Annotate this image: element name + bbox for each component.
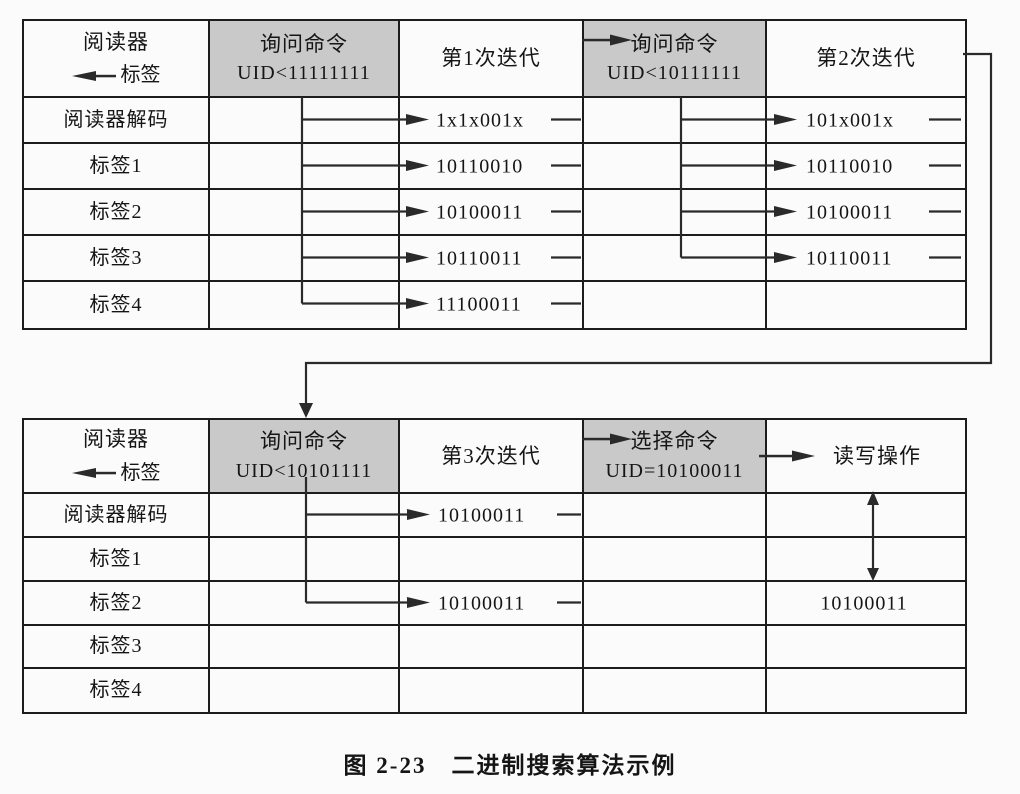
table-cell bbox=[584, 494, 767, 538]
table-cell bbox=[400, 494, 584, 538]
table-cell bbox=[210, 190, 400, 236]
row-label: 标签1 bbox=[24, 538, 210, 582]
header-read-write: 读写操作 bbox=[759, 420, 965, 494]
arrowhead-down-icon bbox=[299, 403, 313, 418]
table-cell bbox=[767, 144, 965, 190]
table-cell bbox=[210, 626, 400, 669]
table-cell bbox=[584, 98, 767, 144]
right-arrow-icon bbox=[759, 450, 815, 462]
table-cell bbox=[767, 669, 965, 712]
left-arrow-icon bbox=[71, 70, 116, 81]
row-label: 标签2 bbox=[24, 582, 210, 626]
figure-caption: 图 2-23 二进制搜索算法示例 bbox=[343, 753, 677, 778]
row-label: 标签4 bbox=[24, 282, 210, 328]
uid-threshold: UID<11111111 bbox=[237, 62, 371, 85]
header-query-command-2: 询问命令 UID<10111111 bbox=[582, 21, 767, 98]
table-cell bbox=[210, 582, 400, 626]
corner-header-reader-tag: 阅读器 标签 bbox=[24, 21, 210, 98]
row-label: 标签3 bbox=[24, 236, 210, 282]
table-cell bbox=[584, 626, 767, 669]
uid-threshold: UID<10111111 bbox=[606, 62, 743, 85]
table-cell bbox=[584, 190, 767, 236]
table-cell bbox=[400, 582, 584, 626]
corner-line2: 标签 bbox=[120, 64, 161, 87]
table-cell bbox=[767, 494, 965, 538]
row-label: 阅读器解码 bbox=[24, 98, 210, 144]
table-cell bbox=[210, 282, 400, 328]
table-cell bbox=[400, 669, 584, 712]
uid-select: UID=10100011 bbox=[605, 459, 744, 482]
table-cell bbox=[210, 236, 400, 282]
row-label: 标签2 bbox=[24, 190, 210, 236]
table-cell bbox=[584, 582, 767, 626]
header-query-command-3: 询问命令 UID<10101111 bbox=[210, 420, 400, 494]
row-label: 阅读器解码 bbox=[24, 494, 210, 538]
uid-threshold: UID<10101111 bbox=[235, 459, 373, 482]
table-cell bbox=[767, 626, 965, 669]
corner-line1: 阅读器 bbox=[83, 29, 149, 54]
table-cell bbox=[210, 538, 400, 582]
row-label: 标签1 bbox=[24, 144, 210, 190]
right-arrow-icon bbox=[582, 34, 632, 46]
corner-line2: 标签 bbox=[120, 461, 161, 484]
table-cell bbox=[767, 98, 965, 144]
table-cell bbox=[584, 669, 767, 712]
table-cell bbox=[767, 236, 965, 282]
header-iteration-2: 第2次迭代 bbox=[767, 21, 965, 98]
table-cell bbox=[210, 98, 400, 144]
table-cell bbox=[767, 190, 965, 236]
table-cell bbox=[400, 190, 584, 236]
table-cell bbox=[400, 538, 584, 582]
table-cell bbox=[400, 236, 584, 282]
table-cell bbox=[767, 582, 965, 626]
table-cell bbox=[767, 282, 965, 328]
header-iteration-3: 第3次迭代 bbox=[400, 420, 584, 494]
left-arrow-icon bbox=[71, 468, 116, 479]
table-cell bbox=[767, 538, 965, 582]
header-select-command: 选择命令 UID=10100011 bbox=[582, 420, 767, 494]
header-iteration-1: 第1次迭代 bbox=[400, 21, 584, 98]
table-cell bbox=[400, 626, 584, 669]
top-table: 阅读器 标签 询问命令 UID<11111111 第1次迭代 询问命令 UID<… bbox=[22, 19, 967, 330]
row-label: 标签4 bbox=[24, 669, 210, 712]
table-cell bbox=[584, 144, 767, 190]
table-cell bbox=[400, 98, 584, 144]
header-query-command-1: 询问命令 UID<11111111 bbox=[210, 21, 400, 98]
corner-header-reader-tag: 阅读器 标签 bbox=[24, 420, 210, 494]
corner-line1: 阅读器 bbox=[83, 427, 149, 452]
table-cell bbox=[210, 494, 400, 538]
bottom-table: 阅读器 标签 询问命令 UID<10101111 第3次迭代 选择命令 UID=… bbox=[22, 418, 967, 714]
row-label: 标签3 bbox=[24, 626, 210, 669]
table-cell bbox=[584, 282, 767, 328]
table-cell bbox=[584, 538, 767, 582]
table-cell bbox=[400, 144, 584, 190]
table-cell bbox=[210, 144, 400, 190]
right-arrow-icon bbox=[582, 433, 632, 445]
table-cell bbox=[400, 282, 584, 328]
table-cell bbox=[584, 236, 767, 282]
table-cell bbox=[210, 669, 400, 712]
